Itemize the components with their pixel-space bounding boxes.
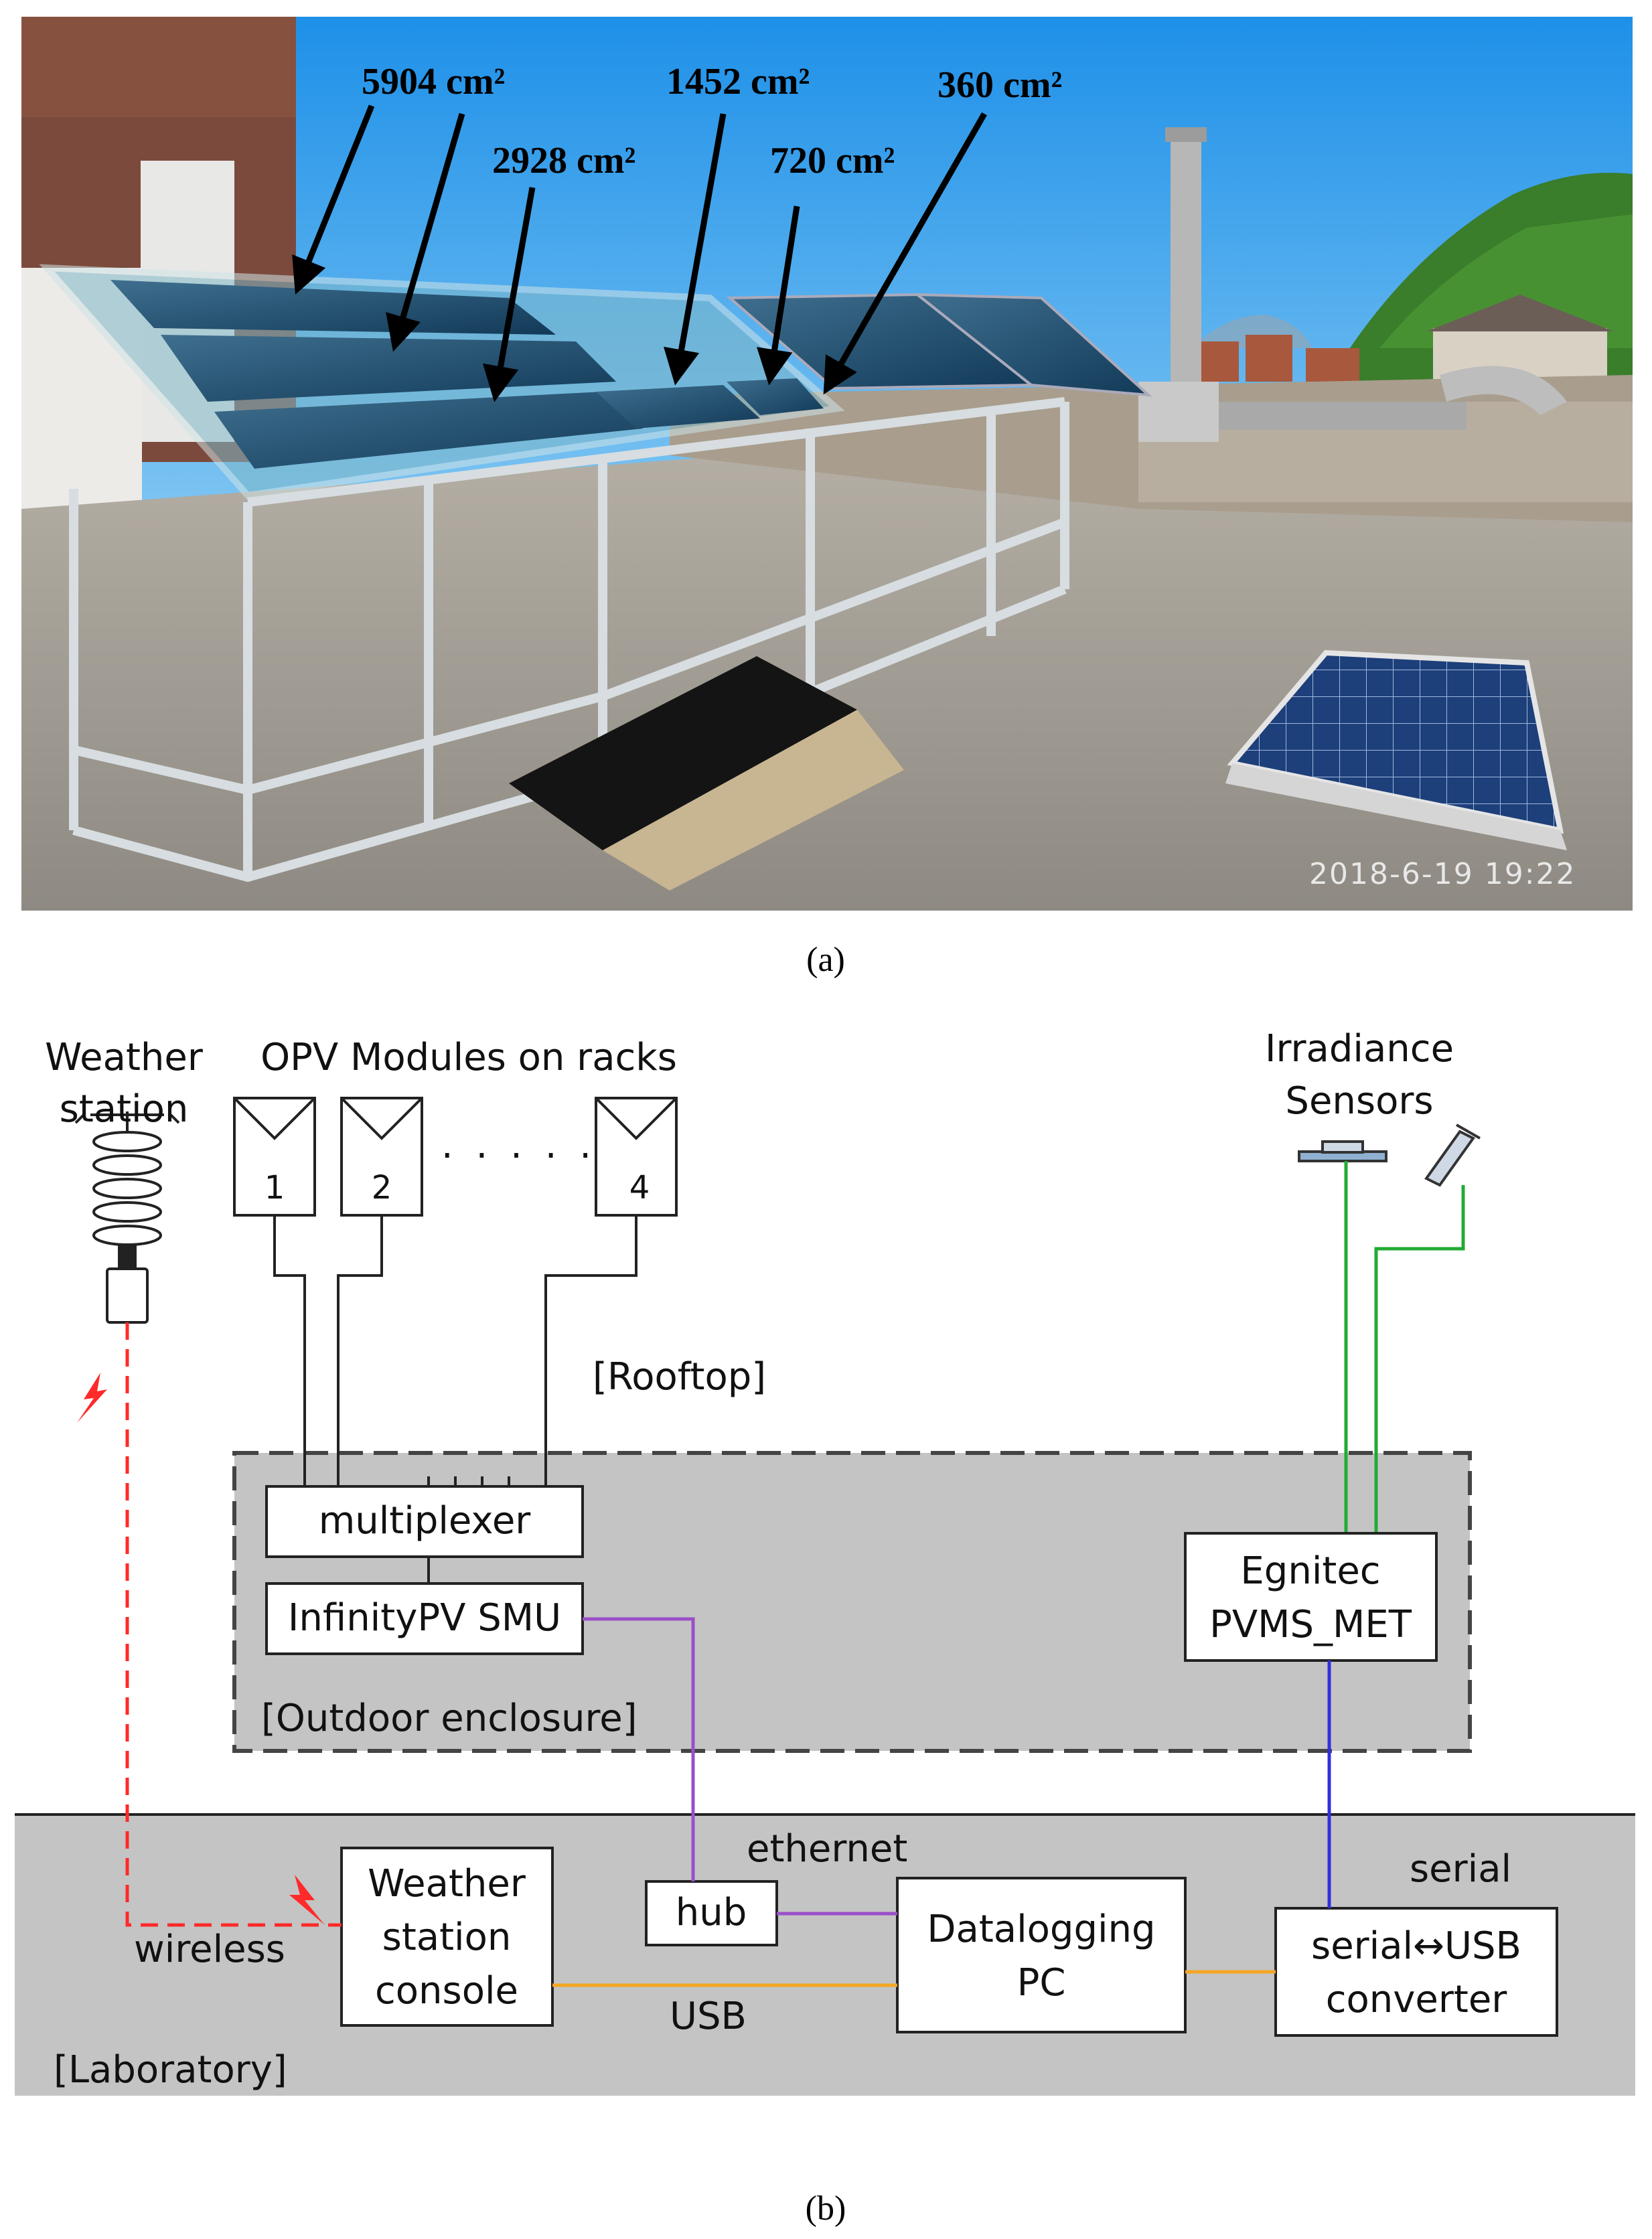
enclosure-label: [Outdoor enclosure] [261,1697,637,1740]
area-label-360: 360 cm² [937,64,1062,106]
console-box [340,1847,554,2027]
console-label-line1: Weather [368,1862,526,1906]
ethernet-label: ethernet [747,1827,907,1871]
sensor-wires [1344,1161,1465,1533]
multiplexer-box [265,1485,584,1558]
area-label-1452: 1452 cm² [666,61,810,102]
back-panels [726,293,1152,397]
ground-panel [1225,649,1567,850]
photo-panel: 5904 cm² 2928 cm² 1452 cm² 720 cm² 360 c… [21,17,1633,911]
opv-module-4-number: 4 [629,1169,650,1207]
weather-station-title-line2: station [60,1087,189,1131]
photo-timestamp: 2018-6-19 19:22 [1309,857,1576,891]
egnitec-label-line1: Egnitec [1240,1549,1380,1593]
console-label-line2: station [382,1916,512,1959]
irradiance-sensor-icon [1298,1124,1481,1187]
opv-module-1-number: 1 [265,1169,285,1207]
opv-module-1: 1 [233,1097,316,1217]
arrow-2928 [482,187,536,402]
area-label-720: 720 cm² [770,140,895,181]
modules-ellipsis: · · · · · [441,1134,597,1178]
area-labels: 5904 cm² 2928 cm² 1452 cm² 720 cm² 360 c… [362,61,1062,181]
rooftop-label: [Rooftop] [593,1355,766,1399]
area-label-5904: 5904 cm² [362,61,505,102]
arrow-5904a [292,104,375,295]
pc-label-line2: PC [1017,1961,1066,2005]
weather-station-icon [74,1111,180,1324]
wireless-label: wireless [134,1928,285,1971]
smu-label: InfinityPV SMU [288,1596,561,1640]
arrow-720 [756,206,800,386]
wireless-link [125,1322,342,1927]
opv-module-4: 4 [595,1097,678,1217]
egnitec-box [1184,1532,1438,1662]
arrow-5904b [386,112,465,352]
multiplexer-label: multiplexer [319,1499,532,1543]
egnitec-label-line2: PVMS_MET [1209,1603,1412,1646]
module-wires [273,1215,637,1584]
converter-label-line1: serial↔USB [1311,1924,1521,1968]
converter-box [1274,1907,1558,2037]
ethernet-link [583,1617,897,1916]
opv-module-2: 2 [340,1097,423,1217]
black-module [509,656,904,891]
opv-module-2-number: 2 [372,1169,392,1207]
arrow-1452 [663,113,727,386]
weather-station-title-line1: Weather [45,1036,204,1079]
area-arrows [292,104,987,402]
pc-box [896,1877,1187,2033]
system-diagram: 1 2 · · · · · 4 [15,1027,1635,2096]
wireless-bolt-icon [77,1373,107,1423]
wireless-bolt-icon [289,1875,325,1925]
caption-b: (b) [806,2189,846,2228]
usb-label: USB [670,1995,747,2038]
flue [1138,127,1567,442]
laboratory-label: [Laboratory] [54,2048,287,2092]
pc-label-line1: Datalogging [927,1908,1155,1951]
serial-label: serial [1410,1847,1511,1891]
irradiance-title-line1: Irradiance [1265,1027,1454,1071]
opv-modules-title: OPV Modules on racks [260,1036,677,1079]
hub-label: hub [676,1891,747,1934]
converter-label-line2: converter [1326,1978,1508,2021]
caption-a: (a) [806,941,845,979]
arrow-360 [823,112,987,395]
area-label-2928: 2928 cm² [492,140,635,181]
console-label-line3: console [375,1969,518,2013]
irradiance-title-line2: Sensors [1285,1079,1433,1123]
